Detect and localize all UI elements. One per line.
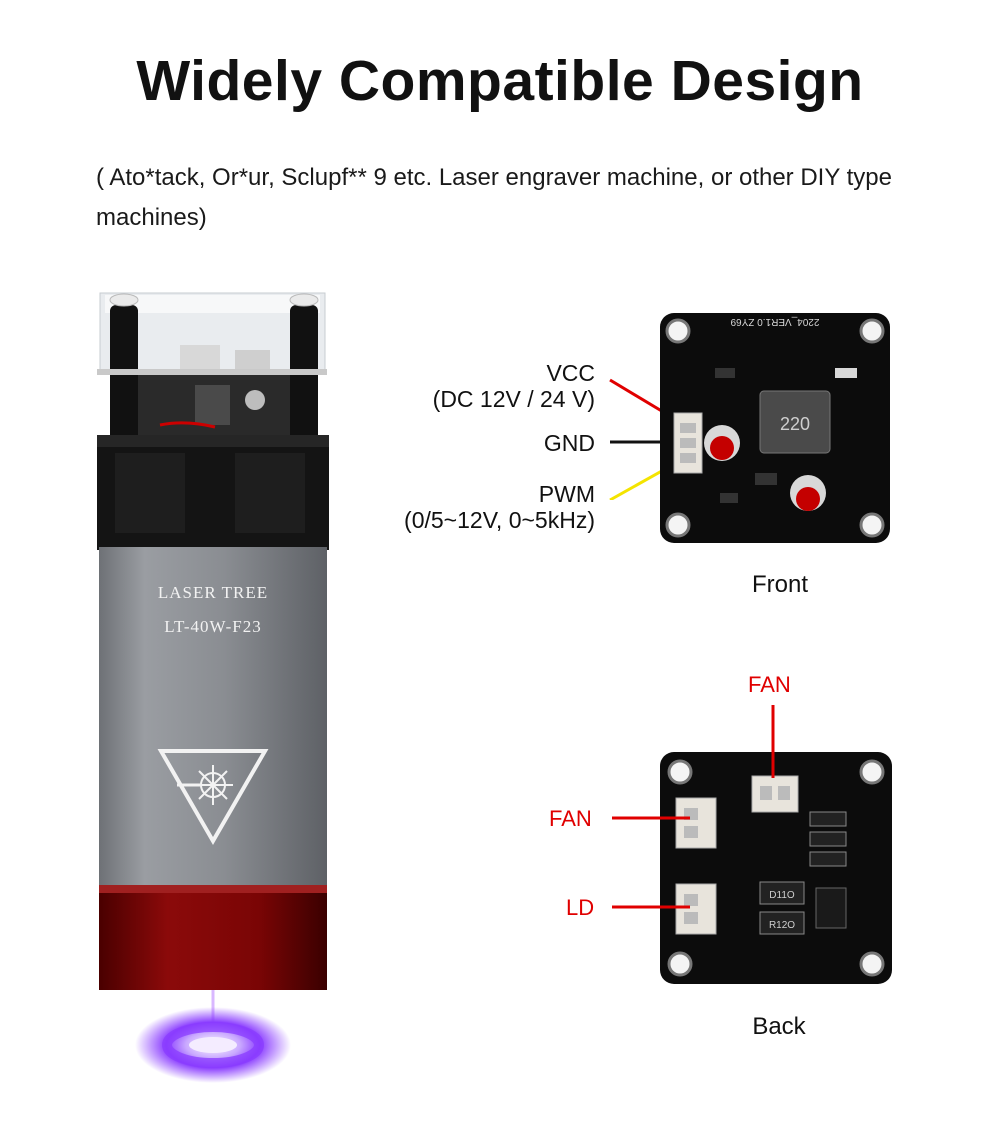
page-title: Widely Compatible Design xyxy=(136,49,864,113)
red-filter-shield xyxy=(99,885,327,990)
resistor-2-label: R12O xyxy=(769,920,795,931)
front-caption: Front xyxy=(751,571,808,598)
laser-warning-icon xyxy=(157,749,269,845)
fan-left-label: FAN xyxy=(549,806,592,831)
resistor-1-label: D11O xyxy=(769,890,795,901)
laser-module-illustration: LASER TREE LT-40W-F23 xyxy=(97,292,329,1083)
ld-label: LD xyxy=(566,895,595,920)
vcc-label: VCC xyxy=(546,360,595,386)
back-caption: Back xyxy=(752,1013,806,1040)
vcc-spec-label: (DC 12V / 24 V) xyxy=(432,386,595,412)
front-board-image: 2204_VER1.0 ZY69 220 xyxy=(660,313,890,543)
gnd-label: GND xyxy=(543,430,595,456)
brand-label: LASER TREE xyxy=(158,583,268,602)
mosfet xyxy=(815,887,847,929)
fan-connector-side xyxy=(675,797,717,849)
inductor-label: 220 xyxy=(780,414,810,434)
fan-connector-top xyxy=(751,775,799,813)
front-silkscreen: 2204_VER1.0 ZY69 xyxy=(730,316,819,327)
page-subtitle: ( Ato*tack, Or*ur, Sclupf** 9 etc. Laser… xyxy=(96,164,892,231)
model-label: LT-40W-F23 xyxy=(164,617,262,636)
pwm-spec-label: (0/5~12V, 0~5kHz) xyxy=(404,507,595,533)
pwm-label: PWM xyxy=(538,481,595,507)
aluminum-body xyxy=(99,547,327,887)
fan-top-label: FAN xyxy=(748,672,791,697)
back-board-image: D11O R12O xyxy=(660,752,892,984)
inductor xyxy=(759,390,831,454)
ld-connector xyxy=(675,883,717,935)
back-wires xyxy=(612,705,775,909)
